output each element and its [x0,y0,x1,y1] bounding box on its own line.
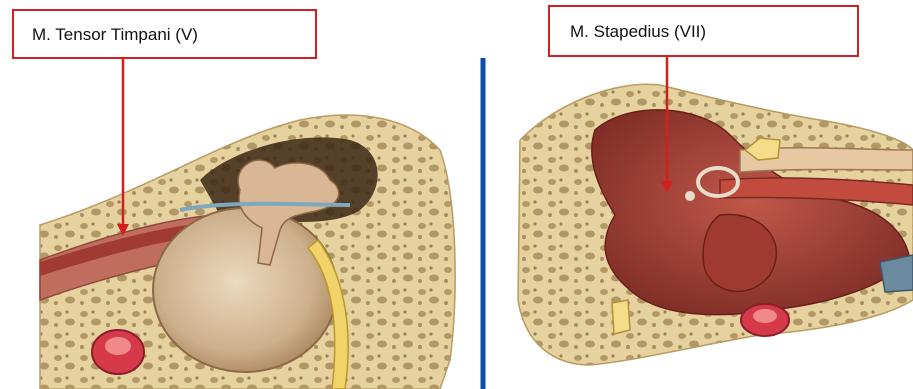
tympanic-membrane [153,208,337,372]
label-stapedius-text: M. Stapedius (VII) [570,23,706,40]
stapes-head [685,191,695,201]
left-illustration [40,115,455,389]
nerve-stub-right [612,300,630,334]
label-stapedius: M. Stapedius (VII) [548,5,859,57]
right-illustration [518,84,913,365]
label-tensor-tympani: M. Tensor Timpani (V) [12,9,317,59]
vessel-edge-right [880,255,913,292]
label-tensor-tympani-text: M. Tensor Timpani (V) [32,26,198,43]
